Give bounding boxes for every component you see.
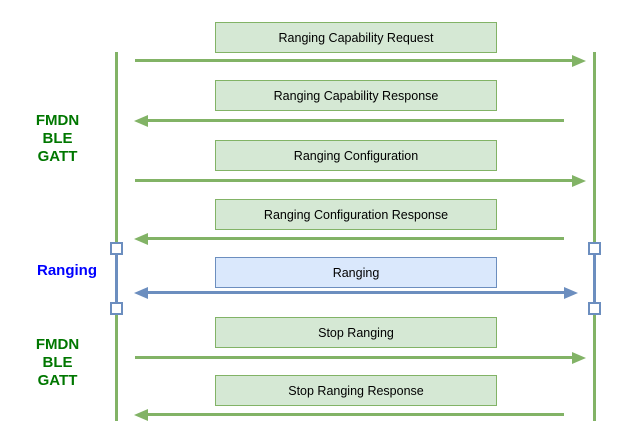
side-label-line: BLE bbox=[42, 130, 73, 147]
side-label-line: BLE bbox=[42, 354, 73, 371]
arrow-left-ranging-configuration-response bbox=[134, 233, 566, 245]
side-label-fmdn-ble-gatt-top: FMDN BLE GATT bbox=[15, 112, 100, 166]
arrow-line bbox=[147, 291, 565, 294]
right-lifeline-ranging-segment bbox=[593, 248, 596, 308]
side-label-fmdn-ble-gatt-bottom: FMDN BLE GATT bbox=[15, 336, 100, 390]
arrow-line bbox=[135, 179, 573, 182]
arrow-head-left-icon bbox=[134, 287, 148, 299]
message-box-ranging-capability-response: Ranging Capability Response bbox=[215, 80, 497, 111]
activation-anchor bbox=[110, 242, 123, 255]
activation-anchor bbox=[588, 302, 601, 315]
message-box-stop-ranging: Stop Ranging bbox=[215, 317, 497, 348]
arrow-right-ranging-capability-request bbox=[134, 55, 586, 67]
arrow-left-ranging-capability-response bbox=[134, 115, 566, 127]
left-lifeline-ranging-segment bbox=[115, 248, 118, 308]
side-label-line: FMDN bbox=[35, 112, 80, 129]
arrow-head-right-icon bbox=[572, 352, 586, 364]
activation-anchor bbox=[588, 242, 601, 255]
arrow-head-left-icon bbox=[134, 409, 148, 421]
arrow-right-ranging-configuration bbox=[134, 175, 586, 187]
side-label-line: GATT bbox=[37, 148, 78, 165]
side-label-ranging: Ranging bbox=[16, 262, 118, 280]
arrow-line bbox=[135, 59, 573, 62]
side-label-line: GATT bbox=[37, 372, 78, 389]
arrow-head-right-icon bbox=[572, 175, 586, 187]
message-box-ranging-configuration-response: Ranging Configuration Response bbox=[215, 199, 497, 230]
arrow-line bbox=[147, 237, 564, 240]
side-label-line: Ranging bbox=[37, 262, 97, 279]
arrow-right-stop-ranging bbox=[134, 352, 586, 364]
right-lifeline bbox=[593, 52, 596, 421]
arrow-line bbox=[147, 413, 564, 416]
arrow-head-right-icon bbox=[564, 287, 578, 299]
arrow-line bbox=[135, 356, 573, 359]
activation-anchor bbox=[110, 302, 123, 315]
message-box-ranging-capability-request: Ranging Capability Request bbox=[215, 22, 497, 53]
arrow-head-left-icon bbox=[134, 115, 148, 127]
message-box-ranging-configuration: Ranging Configuration bbox=[215, 140, 497, 171]
arrow-line bbox=[147, 119, 564, 122]
left-lifeline bbox=[115, 52, 118, 421]
side-label-line: FMDN bbox=[35, 336, 80, 353]
arrow-bidirectional-ranging bbox=[134, 287, 578, 299]
arrow-head-right-icon bbox=[572, 55, 586, 67]
message-box-stop-ranging-response: Stop Ranging Response bbox=[215, 375, 497, 406]
arrow-left-stop-ranging-response bbox=[134, 409, 566, 421]
message-box-ranging: Ranging bbox=[215, 257, 497, 288]
arrow-head-left-icon bbox=[134, 233, 148, 245]
